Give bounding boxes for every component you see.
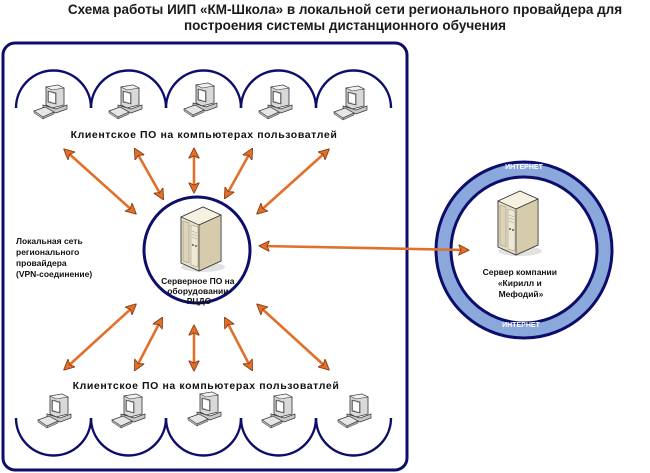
bottom-arc-5 — [314, 417, 393, 457]
local-network-label-line-3: провайдера — [16, 258, 67, 268]
top-client-arcs — [14, 69, 393, 109]
central-server-label: Серверное ПО на оборудовании РЦДО — [161, 276, 237, 306]
top-arrows — [66, 151, 327, 212]
remote-server-label-line-3: Мефодий» — [499, 289, 544, 299]
desktop-computer-icon[interactable] — [37, 393, 72, 429]
top-arc-4 — [239, 69, 318, 109]
arrow-bottom-1 — [66, 306, 134, 368]
server-tower-icon[interactable] — [497, 190, 543, 257]
local-network-label-line-2: регионального — [16, 247, 79, 257]
title-line-2: построения системы дистанционного обучен… — [183, 18, 507, 33]
server-tower-icon[interactable] — [180, 206, 226, 273]
bottom-arc-3 — [164, 417, 243, 457]
arrow-top-2 — [136, 151, 162, 197]
local-network-label-line-1: Локальная сеть — [16, 236, 83, 246]
bottom-client-arcs — [14, 417, 393, 457]
local-network-label: Локальная сеть регионального провайдера … — [16, 236, 92, 279]
local-network-frame — [1, 41, 409, 472]
top-arc-2 — [89, 69, 168, 109]
internet-connection-arrow — [262, 246, 466, 250]
clients-bottom-label: Клиентское ПО на компьютерах пользоватле… — [73, 380, 340, 392]
diagram-title: Схема работы ИИП «КМ-Школа» в локальной … — [40, 2, 650, 34]
desktop-computer-icon[interactable] — [337, 393, 372, 429]
top-arc-5 — [314, 69, 393, 109]
remote-server-label-line-1: Сервер компании — [483, 267, 557, 277]
bottom-computers — [37, 391, 372, 429]
bottom-arc-2 — [89, 417, 168, 457]
arrow-top-1 — [66, 151, 134, 212]
title-line-1: Схема работы ИИП «КМ-Школа» в локальной … — [67, 2, 623, 17]
desktop-computer-icon[interactable] — [33, 84, 68, 120]
arrow-top-4 — [226, 151, 251, 196]
bottom-arrows — [66, 306, 327, 368]
arrow-bottom-4 — [226, 320, 251, 368]
local-network-label-line-4: (VPN-соединение) — [16, 269, 92, 279]
arrow-bottom-2 — [136, 320, 161, 368]
desktop-computer-icon[interactable] — [258, 84, 293, 120]
internet-label-top: ИНТЕРНЕТ — [505, 164, 543, 171]
arrow-top-5 — [259, 151, 327, 212]
desktop-computer-icon[interactable] — [187, 391, 222, 427]
central-server-label-line-2: оборудовании — [167, 286, 228, 296]
desktop-computer-icon[interactable] — [111, 393, 146, 429]
remote-server-label-line-2: «Кирилл и — [498, 278, 542, 288]
internet-label-bottom: ИНТЕРНЕТ — [502, 322, 540, 329]
desktop-computer-icon[interactable] — [261, 393, 296, 429]
desktop-computer-icon[interactable] — [183, 82, 218, 118]
desktop-computer-icon[interactable] — [333, 85, 368, 121]
remote-server-label: Сервер компании «Кирилл и Мефодий» — [483, 267, 560, 299]
central-server-label-line-1: Серверное ПО на — [161, 276, 235, 286]
arrow-bottom-5 — [259, 306, 327, 368]
bottom-arc-4 — [239, 417, 318, 457]
top-arc-1 — [14, 69, 93, 109]
top-arc-3 — [164, 69, 243, 109]
clients-top-label: Клиентское ПО на компьютерах пользоватле… — [71, 129, 338, 141]
desktop-computer-icon[interactable] — [108, 84, 143, 120]
central-server-label-line-3: РЦДО — [187, 296, 212, 306]
bottom-arc-1 — [14, 417, 93, 457]
